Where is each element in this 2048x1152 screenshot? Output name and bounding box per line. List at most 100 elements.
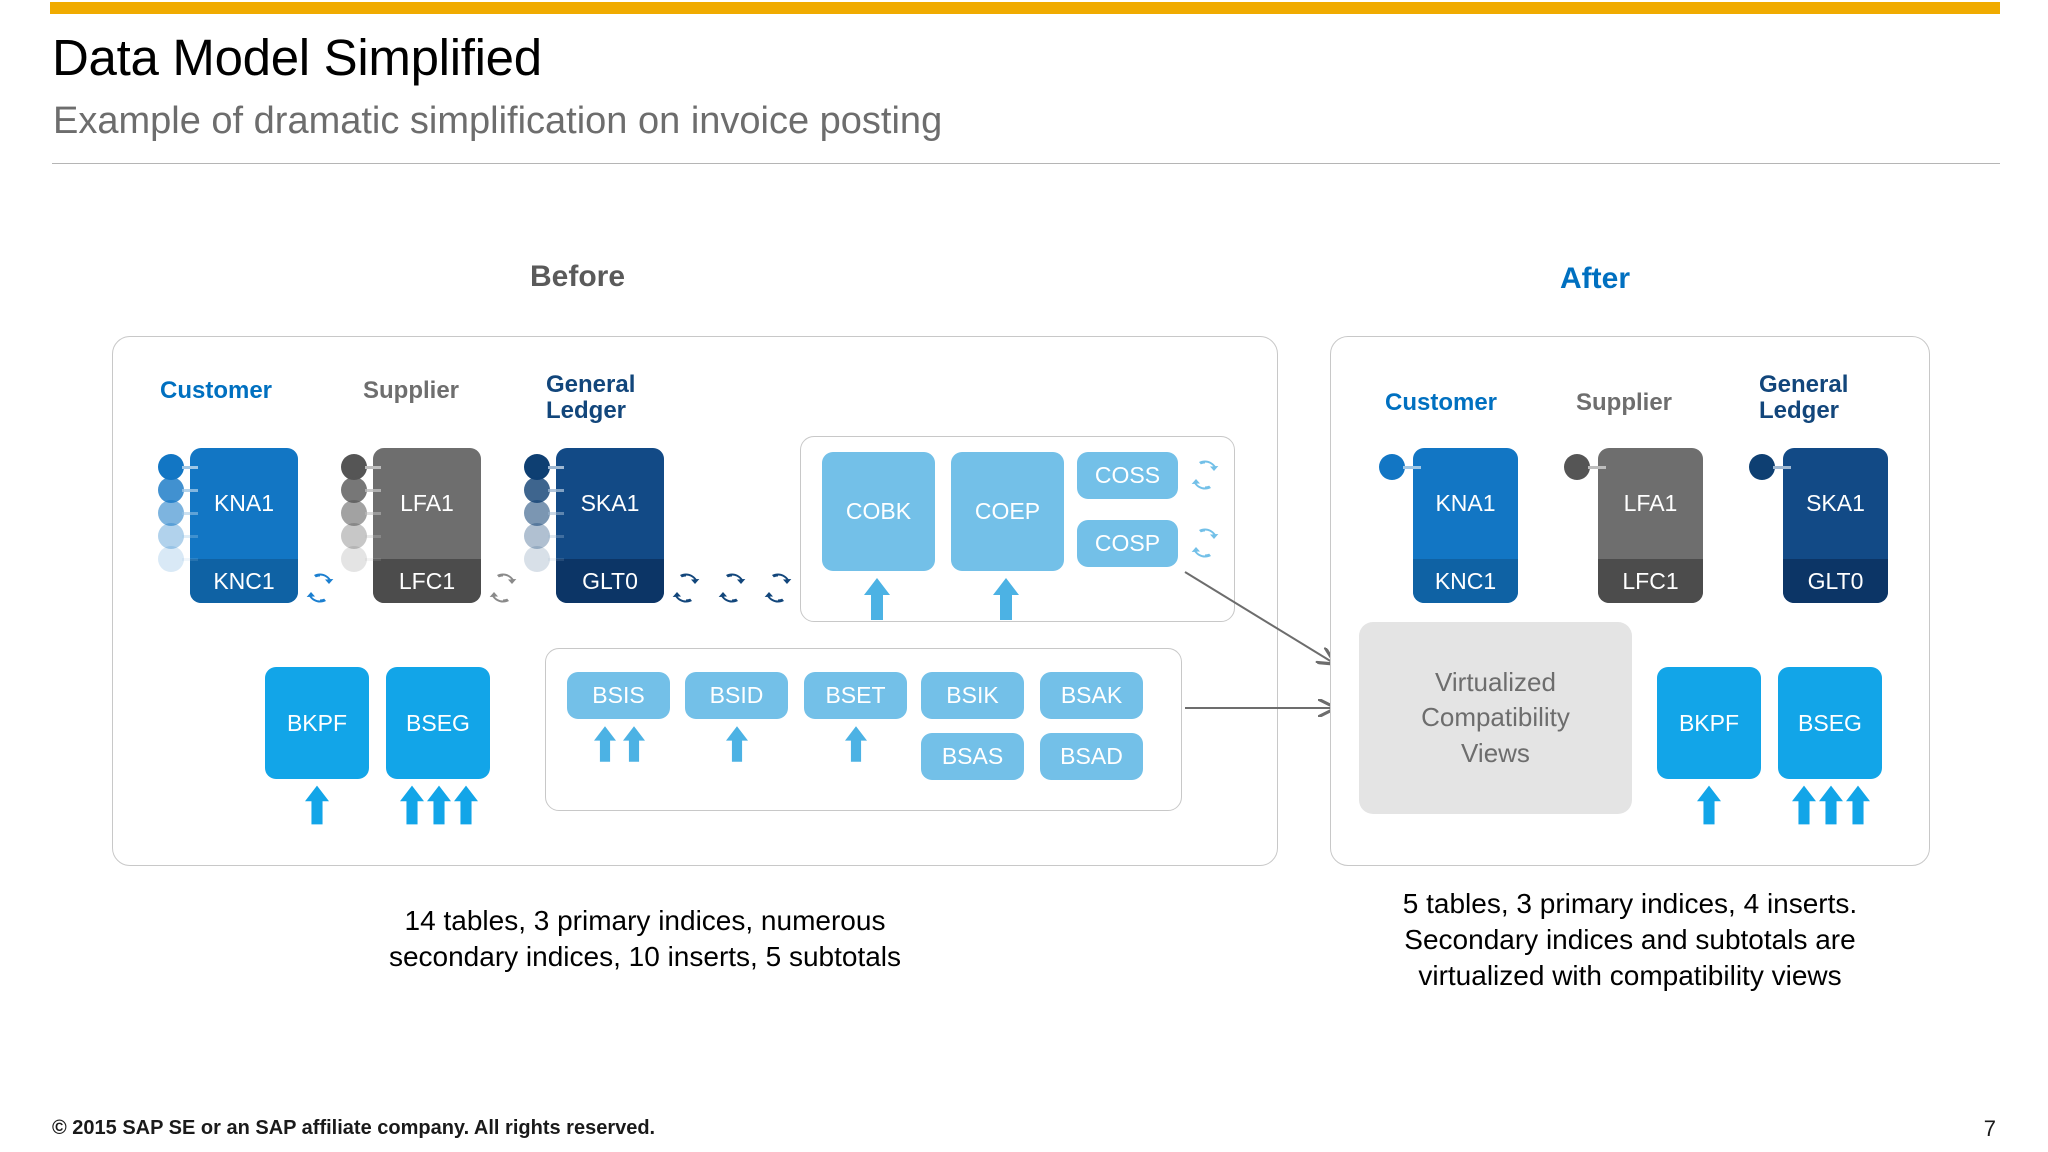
index-dot [341, 546, 367, 572]
index-dot [1564, 454, 1590, 480]
insert-arrow-bseg-2 [427, 785, 451, 830]
index-dot-line [548, 489, 564, 492]
after-box-bseg[interactable]: BSEG [1778, 667, 1882, 779]
table-body: SKA1 GLT0 [1783, 448, 1888, 603]
index-dot [341, 500, 367, 526]
before-box-bsad[interactable]: BSAD [1040, 733, 1143, 780]
index-dot [341, 477, 367, 503]
insert-arrow-coep [993, 578, 1019, 625]
index-dot [524, 454, 550, 480]
index-dot [524, 523, 550, 549]
sync-icon-cosp [1185, 523, 1225, 568]
section-label-before: Before [530, 260, 626, 293]
table-footer-name: KNC1 [190, 559, 298, 603]
before-caption: 14 tables, 3 primary indices, numerous s… [388, 905, 902, 972]
after-box-bkpf[interactable]: BKPF [1657, 667, 1761, 779]
index-dot [158, 477, 184, 503]
sync-icon-glt0-3 [758, 568, 798, 613]
insert-arrow-bseg-3 [454, 785, 478, 830]
table-name: SKA1 [1806, 490, 1865, 516]
virtualized-compatibility-views-box[interactable]: Virtualized Compatibility Views [1359, 622, 1632, 814]
before-box-bsik[interactable]: BSIK [921, 672, 1024, 719]
before-box-bsid[interactable]: BSID [685, 672, 788, 719]
after-table-kna1[interactable]: KNA1 KNC1 [1379, 448, 1518, 603]
before-column-customer-label: Customer [160, 377, 273, 404]
index-dot [341, 454, 367, 480]
before-box-coep[interactable]: COEP [951, 452, 1064, 571]
after-caption: 5 tables, 3 primary indices, 4 inserts. … [1402, 888, 1858, 991]
table-footer-name: LFC1 [1598, 559, 1703, 603]
index-dot [524, 546, 550, 572]
index-dot-line [365, 512, 381, 515]
table-footer-name: GLT0 [556, 559, 664, 603]
before-column-supplier-label: Supplier [363, 377, 460, 404]
table-footer-name: GLT0 [1783, 559, 1888, 603]
before-box-bsak[interactable]: BSAK [1040, 672, 1143, 719]
index-dot [158, 454, 184, 480]
before-box-bset[interactable]: BSET [804, 672, 907, 719]
before-box-cosp[interactable]: COSP [1077, 520, 1178, 567]
page-title: Data Model Simplified [52, 29, 542, 86]
before-box-bkpf[interactable]: BKPF [265, 667, 369, 779]
index-dot-line [548, 466, 564, 469]
insert-arrow-bsis-1 [594, 726, 616, 767]
insert-arrow-bset [845, 726, 867, 767]
header-divider [52, 163, 2000, 164]
index-dot-line [365, 535, 381, 538]
after-column-supplier-label: Supplier [1576, 389, 1673, 416]
index-dot-line [182, 489, 198, 492]
insert-arrow-bseg-1 [400, 785, 424, 830]
index-dot [524, 500, 550, 526]
before-box-bseg[interactable]: BSEG [386, 667, 490, 779]
index-dot-line [182, 466, 198, 469]
index-dot-line [548, 558, 564, 561]
page-subtitle: Example of dramatic simplification on in… [53, 100, 943, 142]
index-dot [341, 523, 367, 549]
table-footer-name: LFC1 [373, 559, 481, 603]
table-footer-name: KNC1 [1413, 559, 1518, 603]
table-body: KNA1 KNC1 [190, 448, 298, 603]
index-dot-line [548, 512, 564, 515]
index-dot-line [365, 489, 381, 492]
table-name: KNA1 [1435, 490, 1496, 516]
table-body: LFA1 LFC1 [373, 448, 481, 603]
table-name: KNA1 [213, 490, 275, 516]
after-insert-arrow-bseg-3 [1846, 785, 1870, 830]
after-column-general-ledger-label: General Ledger [1759, 371, 1849, 424]
before-table-kna1[interactable]: KNA1 KNC1 [158, 448, 298, 603]
before-table-lfa1[interactable]: LFA1 LFC1 [341, 448, 481, 603]
before-table-ska1[interactable]: SKA1 GLT0 [524, 448, 664, 603]
index-dot [158, 523, 184, 549]
insert-arrow-cobk [864, 578, 890, 625]
sync-icon-coss [1185, 455, 1225, 500]
index-dot-line [182, 512, 198, 515]
index-dot [158, 500, 184, 526]
index-dot [158, 546, 184, 572]
after-table-lfa1[interactable]: LFA1 LFC1 [1564, 448, 1703, 603]
insert-arrow-bsis-2 [623, 726, 645, 767]
after-insert-arrow-bseg-2 [1819, 785, 1843, 830]
index-dot-line [365, 558, 381, 561]
index-dot-line [1403, 466, 1421, 469]
before-box-coss[interactable]: COSS [1077, 452, 1178, 499]
section-label-after: After [1560, 262, 1631, 295]
before-to-after-connectors [1184, 571, 1370, 720]
sync-icon-lfc1 [483, 568, 523, 613]
after-table-ska1[interactable]: SKA1 GLT0 [1749, 448, 1888, 603]
index-dot-line [1773, 466, 1791, 469]
after-column-customer-label: Customer [1385, 389, 1498, 416]
before-box-cobk[interactable]: COBK [822, 452, 935, 571]
sync-icon-glt0-1 [666, 568, 706, 613]
index-dot-line [182, 558, 198, 561]
table-body: KNA1 KNC1 [1413, 448, 1518, 603]
index-dot [1749, 454, 1775, 480]
before-box-bsas[interactable]: BSAS [921, 733, 1024, 780]
index-dot-line [365, 466, 381, 469]
page-number: 7 [1983, 1116, 1996, 1141]
index-dot [524, 477, 550, 503]
index-dot-line [548, 535, 564, 538]
insert-arrow-bkpf [305, 785, 329, 830]
index-dot-line [1588, 466, 1606, 469]
before-box-bsis[interactable]: BSIS [567, 672, 670, 719]
